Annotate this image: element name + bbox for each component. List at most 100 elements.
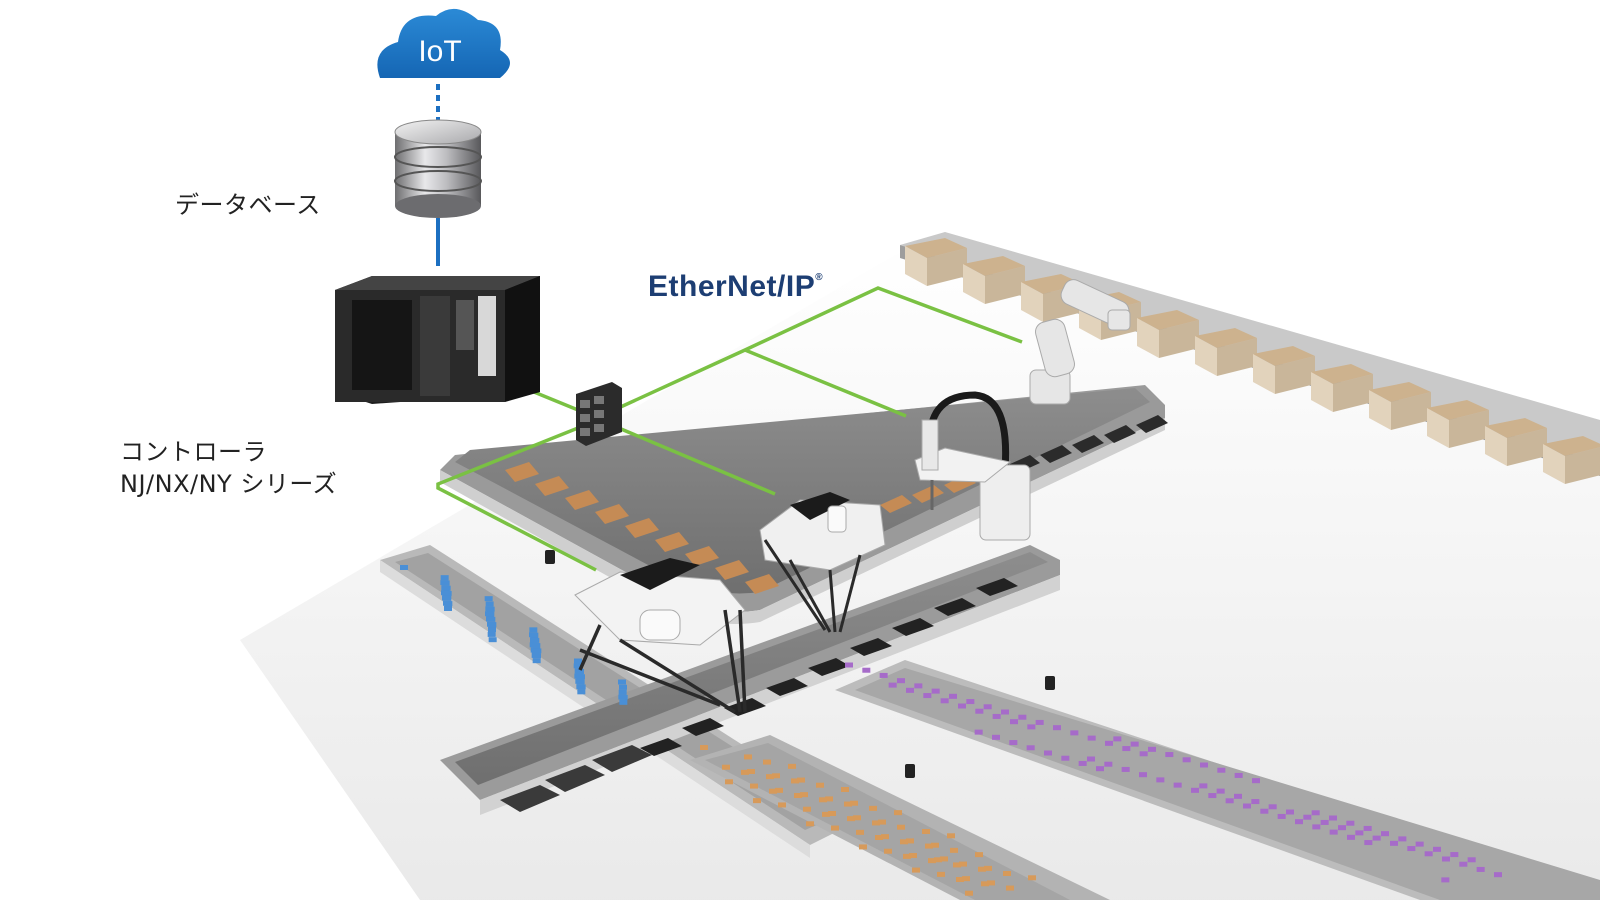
product-item: [485, 601, 494, 607]
product-item: [888, 682, 897, 688]
product-item: [931, 688, 940, 694]
product-item: [529, 627, 538, 633]
box-side: [1427, 408, 1449, 448]
product-item: [894, 810, 902, 816]
product-item: [775, 787, 783, 793]
box-front: [1217, 338, 1257, 376]
vision-sensors: [545, 550, 1055, 778]
product-item: [778, 802, 786, 808]
product-item: [803, 806, 811, 812]
product-item: [1329, 815, 1337, 821]
product-item: [1243, 803, 1251, 809]
product-item: [488, 627, 496, 632]
product-item: [741, 769, 749, 775]
product-item: [831, 825, 839, 831]
product-item: [443, 590, 452, 596]
upper-tray: [745, 574, 779, 594]
product-item: [1130, 741, 1139, 747]
product-item: [1096, 766, 1104, 772]
product-item: [992, 734, 1000, 740]
product-item: [486, 611, 495, 617]
product-item: [619, 694, 628, 700]
product-item: [484, 596, 493, 602]
product-item: [1347, 834, 1355, 840]
product-item: [1027, 724, 1036, 730]
product-item: [440, 575, 449, 581]
product-item: [1078, 760, 1087, 766]
product-item: [931, 842, 939, 848]
box-front: [1333, 374, 1373, 412]
product-item: [937, 871, 945, 877]
product-item: [845, 662, 853, 668]
product-item: [769, 788, 777, 794]
box-front: [1507, 428, 1547, 466]
upper-tray: [1136, 415, 1168, 433]
product-item: [1216, 788, 1225, 794]
product-items: [400, 565, 1502, 896]
product-item: [532, 658, 541, 664]
product-item: [1113, 736, 1122, 742]
product-item: [1156, 777, 1165, 783]
product-item: [1182, 757, 1191, 763]
box-top: [1253, 346, 1315, 366]
box-side: [1543, 444, 1565, 484]
product-item: [532, 643, 541, 649]
product-item: [1424, 851, 1433, 857]
product-item: [576, 669, 584, 674]
product-item: [618, 679, 626, 685]
product-item: [822, 811, 830, 817]
product-item: [577, 674, 585, 680]
product-item: [577, 684, 586, 690]
product-item: [1320, 819, 1329, 825]
product-item: [1105, 740, 1113, 746]
box-top: [1195, 328, 1257, 348]
box-top: [1137, 310, 1199, 330]
product-item: [912, 867, 920, 873]
product-item: [1003, 871, 1011, 876]
product-item: [966, 699, 975, 705]
product-item: [1311, 810, 1320, 816]
product-item: [725, 779, 733, 785]
product-item: [1028, 875, 1036, 881]
product-item: [965, 890, 973, 896]
product-item: [844, 801, 852, 807]
product-item: [884, 848, 892, 854]
product-item: [1001, 709, 1009, 715]
product-item: [962, 876, 970, 882]
product-item: [1087, 735, 1096, 741]
product-item: [488, 622, 497, 628]
product-item: [444, 601, 453, 607]
product-item: [800, 792, 808, 798]
product-item: [1346, 820, 1355, 826]
product-item: [928, 858, 936, 864]
controller-icon: [335, 276, 540, 404]
product-item: [1122, 746, 1131, 752]
product-item: [443, 595, 452, 601]
product-item: [753, 798, 761, 804]
product-item: [992, 713, 1001, 719]
box-side: [905, 246, 927, 286]
product-item: [949, 693, 957, 699]
cardboard-boxes: [905, 238, 1600, 484]
product-item: [958, 703, 966, 709]
product-item: [618, 689, 627, 695]
box-side: [1311, 372, 1333, 412]
product-item: [934, 857, 942, 863]
product-item: [897, 824, 905, 830]
product-item: [1260, 808, 1269, 814]
product-item: [959, 861, 967, 867]
product-item: [1199, 783, 1208, 789]
registered-mark: ®: [815, 272, 824, 283]
articulated-robot: [1029, 279, 1131, 405]
product-item: [953, 862, 961, 868]
product-item: [906, 687, 914, 693]
product-item: [1026, 745, 1035, 751]
product-item: [1139, 772, 1147, 778]
product-item: [825, 796, 833, 802]
product-item: [981, 881, 989, 887]
product-item: [850, 800, 858, 806]
ethernet-switch-icon: [576, 382, 622, 446]
product-item: [1251, 799, 1260, 805]
product-item: [1450, 852, 1459, 858]
